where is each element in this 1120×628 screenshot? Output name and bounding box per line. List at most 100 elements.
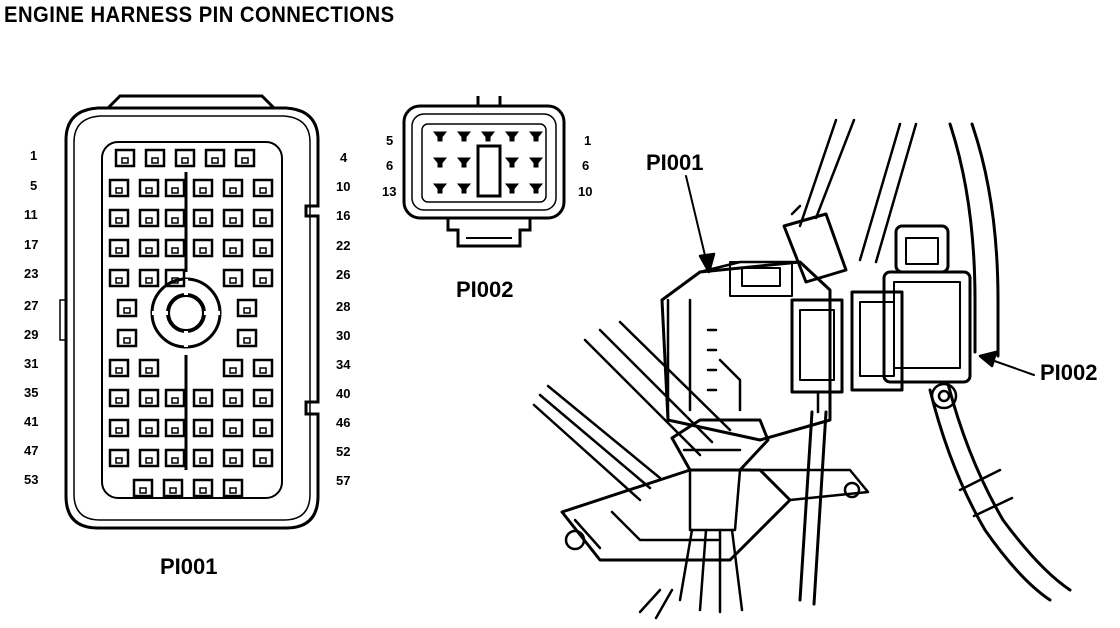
pi001-pin-cavity: [192, 178, 214, 198]
pi001-pin-socket: [171, 397, 179, 404]
pi001-pin-cavity: [252, 358, 274, 378]
pi001-pin-cavity: [108, 388, 130, 408]
pi001-pin-cavity: [252, 208, 274, 228]
pi002-right-pin-label: 6: [582, 158, 590, 173]
pi001-pin-socket: [169, 487, 177, 494]
pi001-pin-cavity: [192, 448, 214, 468]
pi001-left-pin-label: 47: [24, 443, 39, 458]
pi001-pin-socket: [115, 457, 123, 464]
pi001-pin-socket: [145, 217, 153, 224]
pi001-left-pin-label: 5: [30, 178, 38, 193]
pi001-pin-socket: [171, 457, 179, 464]
pi002-pin-terminal: [504, 183, 520, 194]
pi001-pin-cavity: [116, 328, 138, 348]
pi001-pin-cavity: [108, 418, 130, 438]
pi001-pin-socket: [115, 397, 123, 404]
pi001-pin-socket: [123, 307, 131, 314]
pi001-left-pin-label: 29: [24, 327, 39, 342]
pi001-pin-cavity: [204, 148, 226, 168]
pi001-pin-cavity: [116, 298, 138, 318]
pi001-pin-socket: [115, 277, 123, 284]
pi001-pin-socket: [115, 217, 123, 224]
pi001-pin-cavity: [138, 448, 160, 468]
pi001-right-pin-label: 28: [336, 299, 351, 314]
pi001-pin-socket: [145, 187, 153, 194]
pi001-pin-socket: [199, 427, 207, 434]
pi001-right-pin-label: 40: [336, 386, 351, 401]
pi001-connector-label: PI001: [160, 554, 218, 579]
pi001-pin-cavity: [236, 328, 258, 348]
pi001-pin-socket: [115, 187, 123, 194]
pi001-pin-cavity: [108, 208, 130, 228]
pi001-pin-socket: [259, 217, 267, 224]
pi002-pin-terminal: [456, 157, 472, 168]
pi001-pin-socket: [171, 427, 179, 434]
pi002-left-pin-label: 5: [386, 133, 394, 148]
pi001-left-pin-label: 23: [24, 266, 39, 281]
pi001-pin-cavity: [108, 238, 130, 258]
pi001-right-pin-label: 46: [336, 415, 351, 430]
pi001-pin-socket: [259, 277, 267, 284]
pi001-pin-cavity: [162, 478, 184, 498]
pi001-pin-cavity: [132, 478, 154, 498]
pi001-pin-socket: [115, 427, 123, 434]
pi002-left-pin-label: 6: [386, 158, 394, 173]
pi001-pin-socket: [199, 247, 207, 254]
pi001-pin-cavity: [192, 208, 214, 228]
pi001-pin-cavity: [192, 238, 214, 258]
pi001-pin-socket: [145, 427, 153, 434]
pi001-right-pin-label: 4: [340, 150, 348, 165]
pi001-pin-socket: [123, 337, 131, 344]
pi001-pin-socket: [259, 457, 267, 464]
pi001-pin-socket: [259, 397, 267, 404]
pi001-pin-cavity: [164, 238, 186, 258]
pi001-pin-socket: [199, 217, 207, 224]
pi001-pin-socket: [121, 157, 129, 164]
pi001-pin-socket: [171, 217, 179, 224]
pi002-left-pin-label: 13: [382, 184, 397, 199]
pi001-pin-cavity: [222, 208, 244, 228]
pi001-pin-socket: [199, 397, 207, 404]
pi001-pin-cavity: [234, 148, 256, 168]
pi001-pin-socket: [145, 457, 153, 464]
pi001-pin-cavity: [222, 268, 244, 288]
pi001-pin-cavity: [164, 208, 186, 228]
pi001-pin-socket: [259, 427, 267, 434]
pi001-pin-cavity: [174, 148, 196, 168]
pi001-pin-cavity: [164, 418, 186, 438]
pi001-pin-cavity: [164, 388, 186, 408]
pi001-pin-cavity: [138, 358, 160, 378]
page-title: ENGINE HARNESS PIN CONNECTIONS: [4, 2, 395, 27]
pi001-pin-socket: [229, 247, 237, 254]
pi001-pin-socket: [145, 277, 153, 284]
pi002-pin-terminal: [504, 157, 520, 168]
pi001-pin-cavity: [192, 418, 214, 438]
pi001-pin-cavity: [222, 418, 244, 438]
pi001-pin-socket: [115, 367, 123, 374]
pi002-right-pin-label: 1: [584, 133, 592, 148]
pi001-pin-cavity: [222, 238, 244, 258]
pi001-pin-socket: [171, 187, 179, 194]
pi001-pin-socket: [151, 157, 159, 164]
pi001-pin-cavity: [108, 178, 130, 198]
pi002-pin-terminal: [432, 183, 448, 194]
pi001-pin-cavity: [138, 178, 160, 198]
pi001-pin-cavity: [138, 208, 160, 228]
pi001-right-pin-label: 26: [336, 267, 351, 282]
pi001-pin-cavity: [252, 238, 274, 258]
pi001-pin-cavity: [236, 298, 258, 318]
pi001-right-pin-label: 57: [336, 473, 351, 488]
pi001-pin-cavity: [108, 448, 130, 468]
pi001-pin-socket: [145, 247, 153, 254]
pi001-pin-cavity: [144, 148, 166, 168]
pi001-pin-cavity: [222, 448, 244, 468]
pi002-pin-terminal: [480, 131, 496, 142]
pi001-pin-socket: [259, 187, 267, 194]
pi001-pin-socket: [229, 427, 237, 434]
pi001-pin-socket: [199, 187, 207, 194]
pi001-pin-socket: [243, 307, 251, 314]
pi002-pin-terminal: [456, 183, 472, 194]
pi001-pin-socket: [145, 367, 153, 374]
